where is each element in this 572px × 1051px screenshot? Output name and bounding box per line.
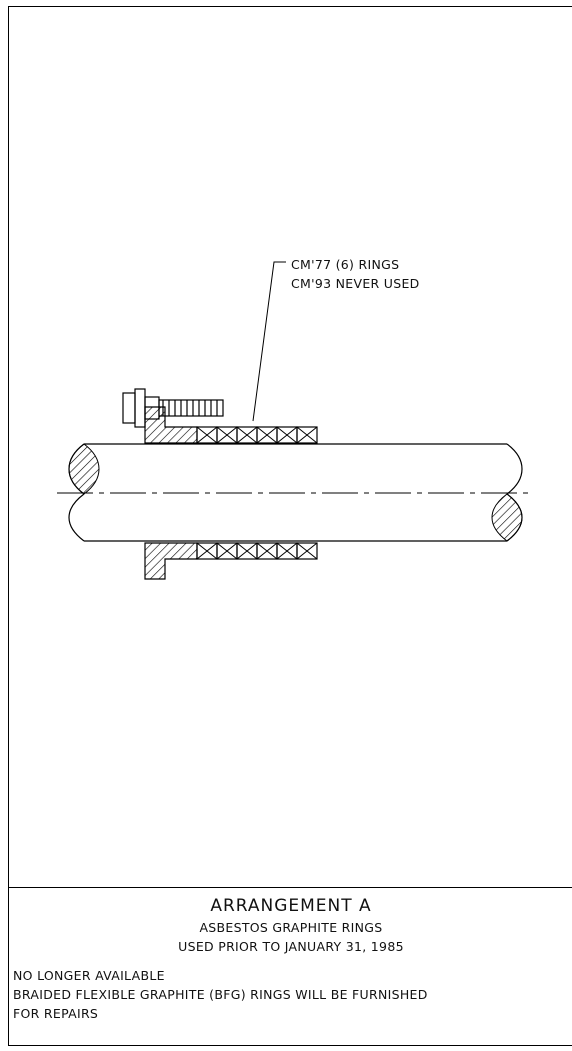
note-line-1: NO LONGER AVAILABLE — [13, 968, 165, 983]
gland-bottom — [144, 542, 198, 580]
packing-ring-top-2 — [216, 426, 238, 444]
gland-bolt — [122, 388, 224, 428]
gland-top — [144, 406, 198, 444]
arrangement-subtitle-material: ASBESTOS GRAPHITE RINGS — [199, 920, 383, 935]
packing-ring-top-4 — [256, 426, 278, 444]
callout-line-1: CM'77 (6) RINGS — [291, 257, 399, 272]
packing-ring-top-6 — [296, 426, 318, 444]
packing-arrangement-drawing: CM'77 (6) RINGS CM'93 NEVER USED — [57, 257, 529, 580]
packing-ring-bottom-2 — [216, 542, 238, 560]
drawing-frame: CM'77 (6) RINGS CM'93 NEVER USED — [8, 6, 572, 1046]
packing-rings-bottom — [196, 542, 318, 560]
packing-ring-bottom-6 — [296, 542, 318, 560]
shaft-break-left — [68, 443, 100, 495]
packing-ring-bottom-5 — [276, 542, 298, 560]
packing-ring-bottom-3 — [236, 542, 258, 560]
packing-ring-bottom-1 — [196, 542, 218, 560]
arrangement-subtitle-date: USED PRIOR TO JANUARY 31, 1985 — [178, 939, 404, 954]
packing-ring-bottom-4 — [256, 542, 278, 560]
note-line-3: FOR REPAIRS — [13, 1006, 99, 1021]
arrangement-title: ARRANGEMENT A — [210, 896, 372, 916]
shaft-break-right — [491, 493, 523, 542]
packing-ring-top-3 — [236, 426, 258, 444]
packing-ring-top-5 — [276, 426, 298, 444]
caption-block: ARRANGEMENT A ASBESTOS GRAPHITE RINGS US… — [9, 887, 572, 1048]
callout-line-2: CM'93 NEVER USED — [291, 276, 420, 291]
callout-leader — [252, 261, 286, 422]
packing-rings-top — [196, 426, 318, 444]
packing-ring-top-1 — [196, 426, 218, 444]
note-line-2: BRAIDED FLEXIBLE GRAPHITE (BFG) RINGS WI… — [13, 987, 428, 1002]
arrangement-notes: NO LONGER AVAILABLE BRAIDED FLEXIBLE GRA… — [13, 966, 428, 1023]
